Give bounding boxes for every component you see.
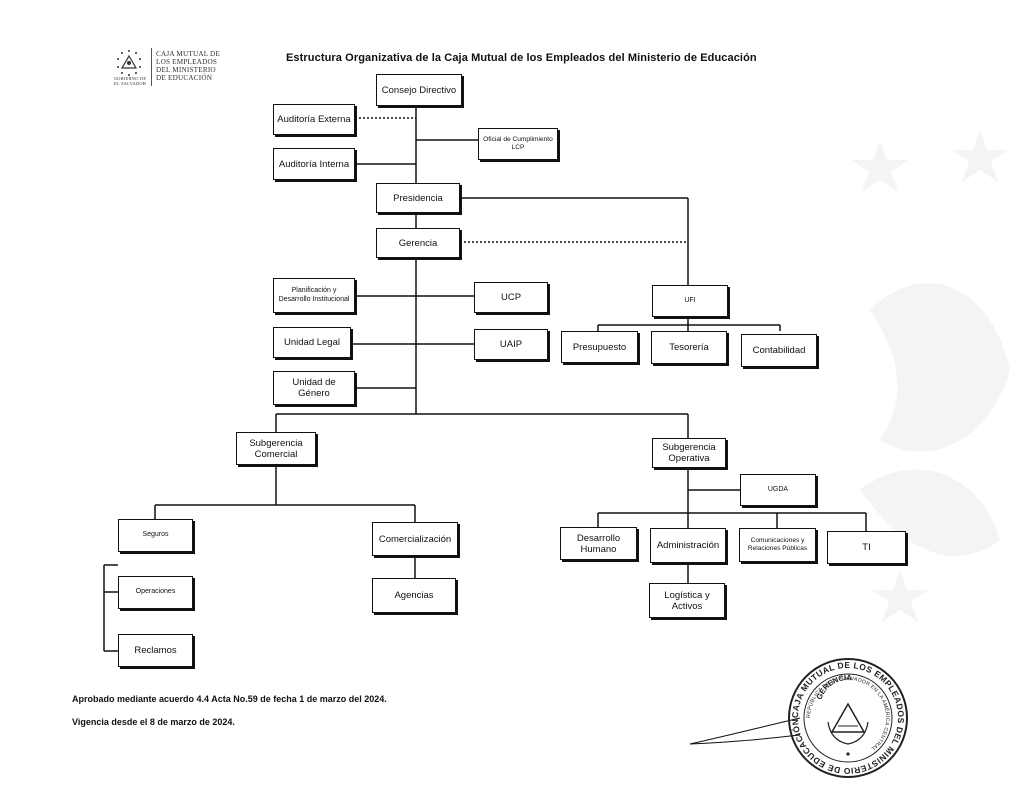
- box-operaciones: Operaciones: [118, 576, 193, 609]
- box-contabilidad: Contabilidad: [741, 334, 817, 367]
- box-consejo-directivo: Consejo Directivo: [376, 74, 462, 106]
- box-gerencia: Gerencia: [376, 228, 460, 258]
- box-planificacion-desarrollo: Planificación y Desarrollo Institucional: [273, 278, 355, 313]
- box-comercializacion: Comercialización: [372, 522, 458, 556]
- approval-note: Aprobado mediante acuerdo 4.4 Acta No.59…: [72, 694, 387, 704]
- box-presidencia: Presidencia: [376, 183, 460, 213]
- logo-divider: [151, 48, 152, 86]
- box-unidad-genero: Unidad de Género: [273, 371, 355, 405]
- organization-logo: GOBIERNO DE EL SALVADOR CAJA MUTUAL DE L…: [108, 46, 228, 90]
- organization-name: CAJA MUTUAL DE LOS EMPLEADOS DEL MINISTE…: [156, 50, 221, 82]
- box-desarrollo-humano: Desarrollo Humano: [560, 527, 637, 560]
- box-comunicaciones: Comunicaciones y Relaciones Públicas: [739, 528, 816, 562]
- box-logistica-activos: Logística y Activos: [649, 583, 725, 618]
- box-administracion: Administración: [650, 528, 726, 563]
- el-salvador-emblem-icon: [117, 50, 141, 76]
- box-seguros: Seguros: [118, 519, 193, 552]
- svg-text:REPÚBLICA DE EL SALVADOR EN LA: REPÚBLICA DE EL SALVADOR EN LA AMÉRICA C…: [806, 676, 891, 752]
- box-ucp: UCP: [474, 282, 548, 313]
- box-auditoria-interna: Auditoría Interna: [273, 148, 355, 180]
- box-unidad-legal: Unidad Legal: [273, 327, 351, 358]
- box-uaip: UAIP: [474, 329, 548, 360]
- official-stamp: CAJA MUTUAL DE LOS EMPLEADOS DEL MINISTE…: [788, 658, 908, 778]
- box-subgerencia-operativa: Subgerencia Operativa: [652, 438, 726, 468]
- box-agencias: Agencias: [372, 578, 456, 613]
- box-presupuesto: Presupuesto: [561, 331, 638, 363]
- stamp-ring-text: REPÚBLICA DE EL SALVADOR EN LA AMÉRICA C…: [806, 676, 890, 752]
- chart-title: Estructura Organizativa de la Caja Mutua…: [286, 52, 757, 64]
- box-ugda: UGDA: [740, 474, 816, 506]
- stamp-emblem-icon: [827, 702, 869, 756]
- box-oficial-cumplimiento: Oficial de Cumplimiento LCP: [478, 128, 558, 160]
- watermark-emblem: [852, 130, 1010, 622]
- box-ti: TI: [827, 531, 906, 564]
- box-subgerencia-comercial: Subgerencia Comercial: [236, 432, 316, 465]
- box-auditoria-externa: Auditoría Externa: [273, 104, 355, 135]
- box-ufi: UFI: [652, 285, 728, 317]
- validity-note: Vigencia desde el 8 de marzo de 2024.: [72, 717, 235, 727]
- box-reclamos: Reclamos: [118, 634, 193, 667]
- government-label: GOBIERNO DE EL SALVADOR: [113, 76, 147, 86]
- box-tesoreria: Tesorería: [651, 331, 727, 364]
